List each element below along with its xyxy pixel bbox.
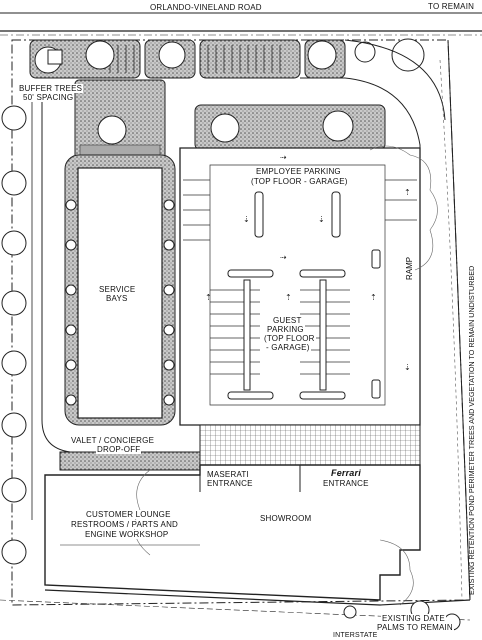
property-boundary [11,39,471,606]
service-bays-sub-label: BAYS [106,294,128,303]
ferrari-entrance-sub-label: ENTRANCE [322,479,370,488]
maserati-entrance-sub-label: ENTRANCE [206,479,254,488]
svg-text:⇣: ⇣ [318,215,325,224]
road-label: ORLANDO-VINELAND ROAD [150,3,262,12]
showroom-building [44,464,421,601]
service-bays-building [77,167,163,419]
buffer-trees-spacing-label: 50' SPACING [22,93,75,102]
svg-text:⇡: ⇡ [404,188,411,197]
intersection-label: INTERSTATE [333,632,378,639]
maserati-entrance-label: MASERATI [206,470,250,479]
showroom-label: SHOWROOM [260,514,312,523]
ramp-label: RAMP [405,256,414,280]
retention-pond-label: EXISTING RETENTION POND PERIMETER TREES … [467,265,476,595]
guest-parking-label-2: PARKING [266,325,305,334]
svg-text:⇡: ⇡ [370,293,377,302]
guest-parking-label: GUEST [272,316,303,325]
date-palms-sub-label: PALMS TO REMAIN [376,623,454,632]
svg-text:⇣: ⇣ [404,363,411,372]
landscape-island [199,39,301,79]
service-bays-label: SERVICE [99,285,136,294]
date-palms-label: EXISTING DATE [381,614,446,623]
svg-text:⇣: ⇣ [243,215,250,224]
parking-garage [179,147,421,426]
to-remain-label: TO REMAIN [428,2,475,11]
buffer-trees-label: BUFFER TREES [18,84,84,93]
svg-text:⇡: ⇡ [205,293,212,302]
entrance-paving [199,424,421,466]
svg-text:⇢: ⇢ [280,153,287,162]
customer-lounge-label: CUSTOMER LOUNGE [85,510,172,519]
guest-parking-label-3: (TOP FLOOR [263,334,316,343]
engine-workshop-label: ENGINE WORKSHOP [84,530,170,539]
ferrari-entrance-label: Ferrari [330,468,362,478]
svg-text:⇡: ⇡ [285,293,292,302]
employee-parking-sub-label: (TOP FLOOR - GARAGE) [250,177,349,186]
employee-parking-label: EMPLOYEE PARKING [255,167,342,176]
guest-parking-label-4: - GARAGE) [265,343,311,352]
valet-sub-label: DROP-OFF [96,445,142,454]
svg-text:⇢: ⇢ [280,253,287,262]
restrooms-label: RESTROOMS / PARTS AND [70,520,180,529]
valet-label: VALET / CONCIERGE [70,436,156,445]
